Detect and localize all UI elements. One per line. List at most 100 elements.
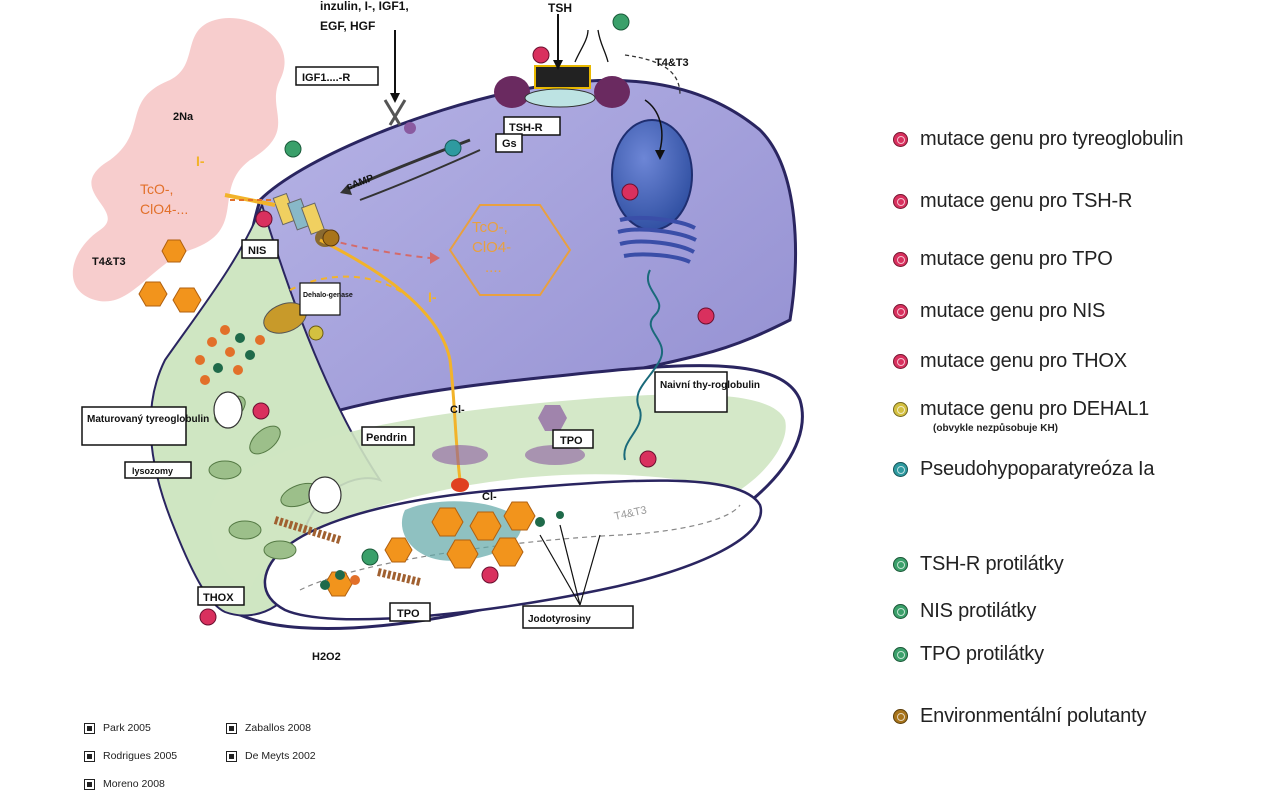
legend-dot <box>893 194 908 209</box>
legend-item-tshr: mutace genu pro TSH-R <box>893 190 1132 213</box>
legend-item-tyreoglobulin: mutace genu pro tyreoglobulin <box>893 128 1183 151</box>
legend-item-pseudohypoparatyreoza: Pseudohypoparatyreóza Ia <box>893 458 1154 481</box>
thox-protein <box>273 516 342 544</box>
endoplasmic-reticulum <box>617 216 697 264</box>
legend-dot <box>893 604 908 619</box>
dehalogenase-box <box>299 282 341 316</box>
hex-dots-label: .... <box>485 259 502 276</box>
t4t3-left-label: T4&T3 <box>92 256 126 268</box>
maturovany-box <box>81 406 187 446</box>
antibody-markers <box>284 13 630 566</box>
2na-label: 2Na <box>173 111 194 123</box>
dehalogenase-label: Dehalo-genase <box>303 292 353 299</box>
legend-dot <box>893 304 908 319</box>
cl-lower-label: Cl- <box>482 491 497 503</box>
legend-item-environmentalni: Environmentální polutanty <box>893 705 1146 728</box>
tshr-label: TSH-R <box>509 122 543 134</box>
apical-band <box>209 394 786 590</box>
legend-item-label: mutace genu pro DEHAL1 <box>920 398 1150 420</box>
legend-item-label: Environmentální polutanty <box>920 705 1147 727</box>
nis-label: NIS <box>248 245 266 257</box>
legend-item-label: mutace genu pro THOX <box>920 350 1127 372</box>
reference-label: De Meyts 2002 <box>245 750 316 762</box>
arrow-nucleus <box>644 99 663 151</box>
gs-label: Gs <box>502 138 517 150</box>
legend-item-label: mutace genu pro TSH-R <box>920 190 1133 212</box>
legend-item-label: TSH-R protilátky <box>920 553 1064 575</box>
gs-box <box>495 133 523 153</box>
pendrin-box <box>361 426 415 446</box>
arrow-nucleus-head <box>655 150 665 160</box>
legend-item-dehal1: mutace genu pro DEHAL1 <box>893 398 1149 421</box>
clo4-outside-label: ClO4-... <box>140 201 188 217</box>
legend-item-nis-protilatky: NIS protilátky <box>893 600 1036 623</box>
cytoplasm-granules <box>195 325 564 590</box>
legend-dot <box>893 647 908 662</box>
tpo-lower-label: TPO <box>397 608 420 620</box>
reference-label: Moreno 2008 <box>103 778 165 790</box>
tpo-hexagon <box>538 405 567 431</box>
legend-item-nis: mutace genu pro NIS <box>893 300 1105 323</box>
reference-label: Zaballos 2008 <box>245 722 311 734</box>
nascent-tg-box <box>654 371 728 413</box>
reference-label: Park 2005 <box>103 722 151 734</box>
legend-item-label: Pseudohypoparatyreóza Ia <box>920 458 1155 480</box>
iodide-path-cell <box>319 238 462 481</box>
legend-dehal-note: (obvykle nezpůsobuje KH) <box>933 423 1059 434</box>
hexagon-anions <box>448 204 572 296</box>
igf1r-box <box>295 66 379 86</box>
extracellular-region <box>72 18 285 302</box>
reference-marker-icon <box>84 750 95 762</box>
tpo-shape <box>525 445 585 465</box>
thyroid-cell-diagram: inzulin, I-, IGF1, EGF, HGF TSH T4&T3 IG… <box>72 0 804 663</box>
iodide-outside-label: I- <box>196 153 205 169</box>
tpo-lower-box <box>389 602 431 622</box>
legend-item-label: mutace genu pro tyreoglobulin <box>920 128 1184 150</box>
perchlorate-arrow-head <box>430 252 440 264</box>
legend-item-label: mutace genu pro TPO <box>920 248 1113 270</box>
legend-item-tpo: mutace genu pro TPO <box>893 248 1113 271</box>
thox-box <box>197 586 245 606</box>
thyroglobulin-chain <box>623 269 663 461</box>
t4t3-hexagons-outside <box>138 239 202 313</box>
mutation-markers <box>199 46 715 626</box>
mature-thyroglobulin-vesicles <box>213 391 342 514</box>
tsh-label: TSH <box>548 1 572 15</box>
pendrin-shape <box>432 445 488 465</box>
thox-label: THOX <box>203 592 234 604</box>
reference-marker-icon <box>226 722 237 734</box>
legend-dot <box>893 402 908 417</box>
iodide-dashed <box>289 275 431 321</box>
hex-tco-label: TcO-, <box>472 219 508 236</box>
reference-marker-icon <box>84 778 95 790</box>
reference-item: Park 2005 <box>84 722 151 734</box>
reference-item: De Meyts 2002 <box>226 750 316 762</box>
pendrin-label: Pendrin <box>366 432 407 444</box>
reference-label: Rodrigues 2005 <box>103 750 178 762</box>
t4t3-hexagons-lumen <box>324 501 536 597</box>
tsh-receptor-complex <box>494 14 630 108</box>
tpo-protein <box>377 568 421 586</box>
t4t3-return-arrow <box>624 54 681 96</box>
tco-outside-label: TcO-, <box>140 181 173 197</box>
nucleus <box>611 119 693 231</box>
legend-item-label: mutace genu pro NIS <box>920 300 1106 322</box>
legend-item-thox: mutace genu pro THOX <box>893 350 1127 373</box>
igf1-receptor <box>383 30 416 134</box>
reference-marker-icon <box>84 722 95 734</box>
jodotyrosiny-pointers <box>539 524 601 606</box>
egf-label: EGF, HGF <box>320 19 375 33</box>
insulin-label: inzulin, I-, IGF1, <box>320 0 409 13</box>
nis-box <box>241 239 279 259</box>
reference-item: Moreno 2008 <box>84 778 165 790</box>
maturovany-label: Maturovaný tyreoglobulin <box>87 414 209 425</box>
reference-item: Rodrigues 2005 <box>84 750 177 762</box>
tpo-upper-box <box>552 429 594 449</box>
lysozomy-box <box>124 461 192 479</box>
legend-dot <box>893 557 908 572</box>
legend-item-label: NIS protilátky <box>920 600 1037 622</box>
legend-dot <box>893 252 908 267</box>
legend-dot <box>893 354 908 369</box>
dehal-marker <box>308 325 324 341</box>
cl-upper-label: Cl- <box>450 404 465 416</box>
